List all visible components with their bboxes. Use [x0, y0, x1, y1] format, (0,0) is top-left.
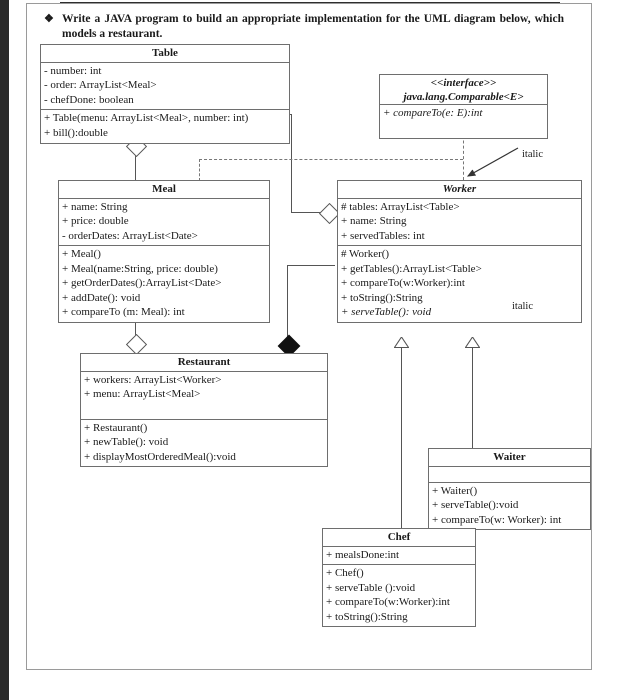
- method-row-abstract: + serveTable(): void: [341, 306, 432, 318]
- method-row: + getTables():ArrayList<Table>: [341, 262, 482, 275]
- class-attributes-table: - number: int - order: ArrayList<Meal> -…: [41, 63, 289, 110]
- method-row: + compareTo (m: Meal): int: [62, 306, 185, 318]
- dashed-meal-up: [199, 159, 200, 181]
- class-box-chef[interactable]: Chef + mealsDone:int + Chef() + serveTab…: [322, 528, 476, 627]
- attribute-row: - number: int: [44, 64, 102, 77]
- attribute-row: + name: String: [62, 200, 128, 213]
- class-title-comparable: <<interface>> java.lang.Comparable<E>: [380, 75, 547, 105]
- class-attributes-restaurant: + workers: ArrayList<Worker> + menu: Arr…: [81, 372, 327, 420]
- class-title-waiter: Waiter: [429, 449, 590, 467]
- class-methods-restaurant: + Restaurant() + newTable(): void + disp…: [81, 420, 327, 467]
- stereotype-label: <<interface>>: [430, 77, 497, 89]
- link-worker-restaurant-vertical: [287, 265, 288, 340]
- attribute-row: # tables: ArrayList<Table>: [341, 200, 460, 213]
- method-row: + newTable(): void: [84, 436, 169, 448]
- class-methods-meal: + Meal() + Meal(name:String, price: doub…: [59, 246, 269, 322]
- method-row: + Meal(name:String, price: double): [62, 262, 218, 275]
- attribute-row: - order: ArrayList<Meal>: [44, 79, 157, 91]
- link-table-meal: [135, 140, 136, 182]
- method-row: + toString():String: [326, 610, 408, 623]
- class-box-restaurant[interactable]: Restaurant + workers: ArrayList<Worker> …: [80, 353, 328, 467]
- prompt-bullet-icon: ❖: [44, 13, 54, 25]
- method-row: + toString():String: [341, 291, 423, 304]
- link-chef-worker: [401, 348, 402, 531]
- method-row: + compareTo(w:Worker):int: [341, 277, 465, 289]
- link-table-worker-horizontal: [291, 212, 323, 213]
- attribute-row: - chefDone: boolean: [44, 93, 134, 106]
- class-attributes-chef: + mealsDone:int: [323, 547, 475, 565]
- annotation-italic-top: italic: [522, 149, 543, 160]
- class-box-worker[interactable]: Worker # tables: ArrayList<Table> + name…: [337, 180, 582, 323]
- class-attributes-waiter: [429, 467, 590, 483]
- class-box-meal[interactable]: Meal + name: String + price: double - or…: [58, 180, 270, 323]
- method-row: + Chef(): [326, 567, 364, 579]
- method-row: + Waiter(): [432, 484, 478, 497]
- method-row: # Worker(): [341, 248, 390, 260]
- method-row: + getOrderDates():ArrayList<Date>: [62, 277, 222, 289]
- class-methods-comparable: + compareTo(e: E):int: [380, 105, 547, 138]
- link-worker-restaurant-horizontal: [287, 265, 335, 266]
- interface-name-label: java.lang.Comparable<E>: [403, 91, 524, 103]
- class-methods-table: + Table(menu: ArrayList<Meal>, number: i…: [41, 110, 289, 143]
- page-left-margin-strip: [0, 0, 9, 700]
- class-box-table[interactable]: Table - number: int - order: ArrayList<M…: [40, 44, 290, 144]
- method-row: + Restaurant(): [84, 421, 148, 434]
- attribute-row: + workers: ArrayList<Worker>: [84, 373, 222, 386]
- link-waiter-worker: [472, 348, 473, 448]
- method-row: + addDate(): void: [62, 291, 141, 304]
- attribute-row: + price: double: [62, 215, 129, 227]
- method-row: + serveTable():void: [432, 499, 519, 511]
- attribute-row: + servedTables: int: [341, 229, 425, 242]
- class-box-comparable[interactable]: <<interface>> java.lang.Comparable<E> + …: [379, 74, 548, 139]
- class-attributes-meal: + name: String + price: double - orderDa…: [59, 199, 269, 246]
- method-row: + compareTo(w:Worker):int: [326, 596, 450, 608]
- prompt-text: Write a JAVA program to build an appropr…: [62, 13, 564, 40]
- class-methods-waiter: + Waiter() + serveTable():void + compare…: [429, 483, 590, 530]
- dashed-worker-up: [463, 130, 464, 180]
- method-row: + Meal(): [62, 248, 101, 260]
- class-attributes-worker: # tables: ArrayList<Table> + name: Strin…: [338, 199, 581, 246]
- class-title-restaurant: Restaurant: [81, 354, 327, 372]
- class-title-chef: Chef: [323, 529, 475, 547]
- attribute-row: - orderDates: ArrayList<Date>: [62, 229, 198, 242]
- method-row: + compareTo(e: E):int: [383, 107, 483, 119]
- class-methods-chef: + Chef() + serveTable ():void + compareT…: [323, 565, 475, 626]
- method-row: + compareTo(w: Worker): int: [432, 513, 562, 526]
- class-title-table: Table: [41, 45, 289, 63]
- class-box-waiter[interactable]: Waiter + Waiter() + serveTable():void + …: [428, 448, 591, 530]
- hollow-triangle-waiter: [465, 337, 480, 348]
- method-row: + Table(menu: ArrayList<Meal>, number: i…: [44, 112, 249, 124]
- attribute-row: + menu: ArrayList<Meal>: [84, 388, 201, 400]
- link-table-worker-vertical: [291, 114, 292, 212]
- method-row: + bill():double: [44, 126, 108, 139]
- method-row: + displayMostOrderedMeal():void: [84, 450, 236, 463]
- class-title-worker: Worker: [338, 181, 581, 199]
- attribute-row: + mealsDone:int: [326, 548, 400, 561]
- method-row: + serveTable ():void: [326, 581, 416, 594]
- class-title-meal: Meal: [59, 181, 269, 199]
- italic-arrow-top-icon: [466, 147, 519, 177]
- hollow-triangle-chef: [394, 337, 409, 348]
- link-meal-restaurant: [135, 312, 136, 344]
- class-methods-worker: # Worker() + getTables():ArrayList<Table…: [338, 246, 581, 322]
- annotation-italic-bottom: italic: [512, 301, 533, 312]
- attribute-row: + name: String: [341, 215, 407, 227]
- prompt-block: ❖ Write a JAVA program to build an appro…: [44, 12, 564, 42]
- dashed-bus: [199, 159, 463, 160]
